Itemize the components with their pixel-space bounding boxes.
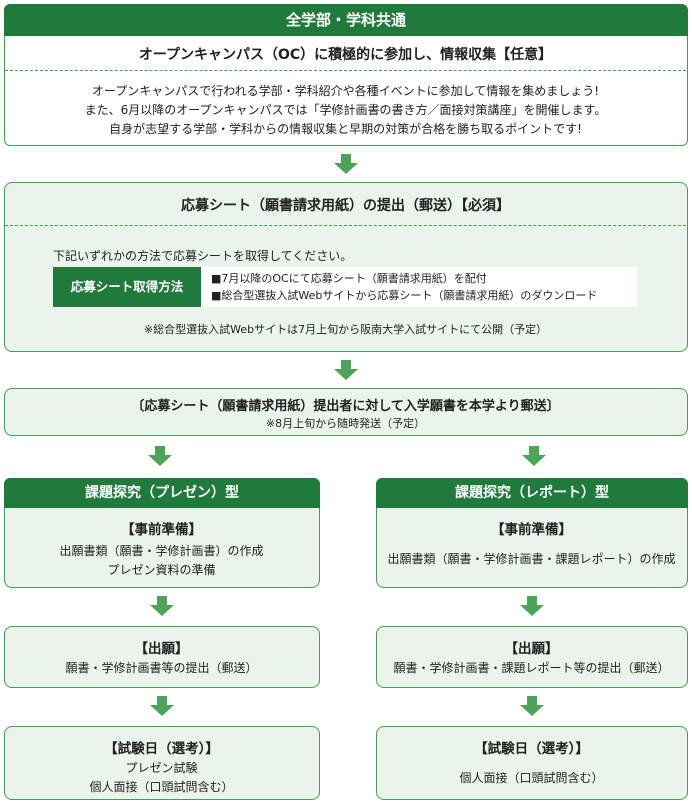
left-apply-text: 願書・学修計画書等の提出（郵送）	[65, 661, 258, 675]
left-apply-box: 【出願】 願書・学修計画書等の提出（郵送）	[4, 626, 320, 688]
mailing-title: 〔応募シート（願書請求用紙）提出者に対して入学願書を本学より郵送〕	[131, 399, 560, 414]
right-exam-box: 【試験日（選考）】 個人面接（口頭試問含む）	[376, 726, 688, 800]
common-header: 全学部・学科共通	[4, 4, 688, 36]
left-prep-box: 【事前準備】 出願書類（願書・学修計画書）の作成 プレゼン資料の準備	[4, 508, 320, 588]
common-line-3: 自身が志望する学部・学科からの情報収集と早期の対策が合格を勝ち取るポイントです!	[109, 122, 582, 136]
left-prep-line-2: プレゼン資料の準備	[107, 563, 216, 577]
common-text: オープンキャンパスで行われる学部・学科紹介や各種イベントに参加して情報を集めまし…	[5, 82, 686, 139]
left-header: 課題探究（プレゼン）型	[4, 478, 320, 508]
left-exam-line-1: プレゼン試験	[125, 761, 198, 775]
arrow-down-icon	[334, 360, 358, 380]
arrow-down-icon	[334, 154, 358, 174]
left-apply-title: 【出願】	[134, 641, 189, 657]
sheet-method-2: ■総合型選抜入試Webサイトから応募シート（願書請求用紙）のダウンロード	[211, 289, 598, 302]
common-divider	[5, 70, 686, 71]
left-exam-box: 【試験日（選考）】 プレゼン試験 個人面接（口頭試問含む）	[4, 726, 320, 800]
right-exam-title: 【試験日（選考）】	[474, 741, 589, 757]
common-title: オープンキャンパス（OC）に積極的に参加し、情報収集【任意】	[138, 47, 553, 63]
left-prep-line-1: 出願書類（願書・学修計画書）の作成	[59, 544, 264, 558]
sheet-method-1: ■7月以降のOCにて応募シート（願書請求用紙）を配付	[211, 272, 487, 285]
right-exam-text: 個人面接（口頭試問含む）	[459, 771, 604, 785]
left-exam-text: プレゼン試験 個人面接（口頭試問含む）	[5, 759, 318, 797]
right-prep-title: 【事前準備】	[491, 522, 572, 538]
sheet-note: ※総合型選抜入試Webサイトは7月上旬から阪南大学入試サイトにて公開（予定）	[143, 323, 548, 336]
right-header: 課題探究（レポート）型	[376, 478, 688, 508]
sheet-title: 応募シート（願書請求用紙）の提出（郵送）【必須】	[181, 198, 510, 214]
common-line-2: また、6月以降のオープンキャンパスでは「学修計画書の書き方／面接対策講座」を開催…	[84, 103, 607, 117]
right-apply-text: 願書・学修計画書・課題レポート等の提出（郵送）	[393, 661, 670, 675]
common-box: オープンキャンパス（OC）に積極的に参加し、情報収集【任意】 オープンキャンパス…	[4, 36, 688, 146]
arrow-down-icon	[522, 446, 546, 466]
arrow-down-icon	[150, 596, 174, 616]
right-prep-text: 出願書類（願書・学修計画書・課題レポート）の作成	[387, 552, 676, 566]
arrow-down-icon	[520, 696, 544, 716]
sheet-method-list: ■7月以降のOCにて応募シート（願書請求用紙）を配付 ■総合型選抜入試Webサイ…	[201, 267, 637, 307]
left-exam-line-2: 個人面接（口頭試問含む）	[89, 780, 234, 794]
sheet-panel: 応募シート（願書請求用紙）の提出（郵送）【必須】 下記いずれかの方法で応募シート…	[4, 182, 688, 352]
arrow-down-icon	[148, 446, 172, 466]
left-prep-text: 出願書類（願書・学修計画書）の作成 プレゼン資料の準備	[5, 542, 318, 580]
right-prep-box: 【事前準備】 出願書類（願書・学修計画書・課題レポート）の作成	[376, 508, 688, 588]
mailing-note: ※8月上旬から随時発送（予定）	[265, 417, 426, 430]
right-apply-title: 【出願】	[504, 641, 559, 657]
mailing-panel: 〔応募シート（願書請求用紙）提出者に対して入学願書を本学より郵送〕 ※8月上旬か…	[4, 388, 688, 436]
sheet-intro: 下記いずれかの方法で応募シートを取得してください。	[53, 249, 353, 263]
sheet-divider	[5, 225, 686, 226]
arrow-down-icon	[520, 596, 544, 616]
sheet-method-label: 応募シート取得方法	[53, 267, 201, 307]
right-apply-box: 【出願】 願書・学修計画書・課題レポート等の提出（郵送）	[376, 626, 688, 688]
left-prep-title: 【事前準備】	[121, 522, 202, 538]
left-exam-title: 【試験日（選考）】	[104, 741, 219, 757]
arrow-down-icon	[150, 696, 174, 716]
common-line-1: オープンキャンパスで行われる学部・学科紹介や各種イベントに参加して情報を集めまし…	[91, 84, 600, 98]
